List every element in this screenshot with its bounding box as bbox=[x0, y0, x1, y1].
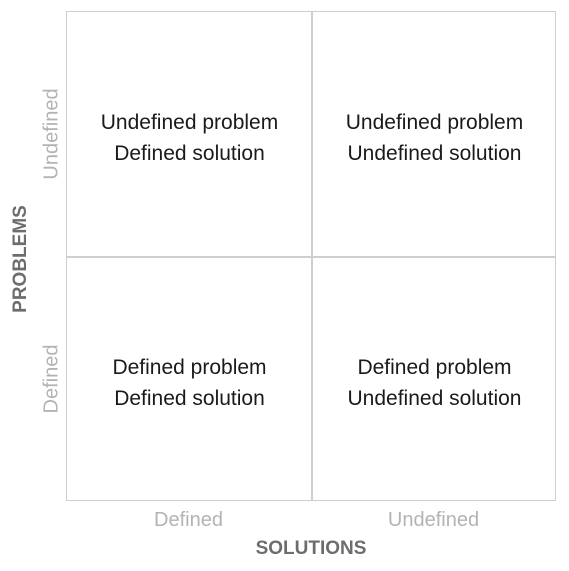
quadrant-bottom-left-line1: Defined problem bbox=[112, 356, 267, 379]
quadrant-top-left: Undefined problem Defined solution bbox=[67, 107, 312, 169]
quadrant-bottom-left: Defined problem Defined solution bbox=[67, 352, 312, 414]
x-axis-tick-defined: Defined bbox=[154, 509, 223, 531]
quadrant-top-right-line2: Undefined solution bbox=[347, 142, 522, 165]
quadrant-top-right: Undefined problem Undefined solution bbox=[312, 107, 557, 169]
quadrant-bottom-right: Defined problem Undefined solution bbox=[312, 352, 557, 414]
two-by-two-matrix: Undefined problem Defined solution Undef… bbox=[66, 11, 556, 501]
quadrant-top-left-line2: Defined solution bbox=[114, 142, 265, 165]
quadrant-bottom-left-line2: Defined solution bbox=[114, 387, 265, 410]
quadrant-top-right-line1: Undefined problem bbox=[345, 111, 524, 134]
quadrant-bottom-right-line1: Defined problem bbox=[357, 356, 512, 379]
quadrant-bottom-right-line2: Undefined solution bbox=[347, 387, 522, 410]
horizontal-divider bbox=[67, 256, 555, 258]
x-axis-tick-undefined: Undefined bbox=[387, 509, 480, 531]
y-axis-tick-defined: Defined bbox=[40, 344, 63, 414]
x-axis-title: SOLUTIONS bbox=[255, 538, 367, 559]
quadrant-top-left-line1: Undefined problem bbox=[100, 111, 279, 134]
y-axis-tick-undefined: Undefined bbox=[40, 88, 63, 180]
y-axis-title: PROBLEMS bbox=[10, 205, 31, 313]
